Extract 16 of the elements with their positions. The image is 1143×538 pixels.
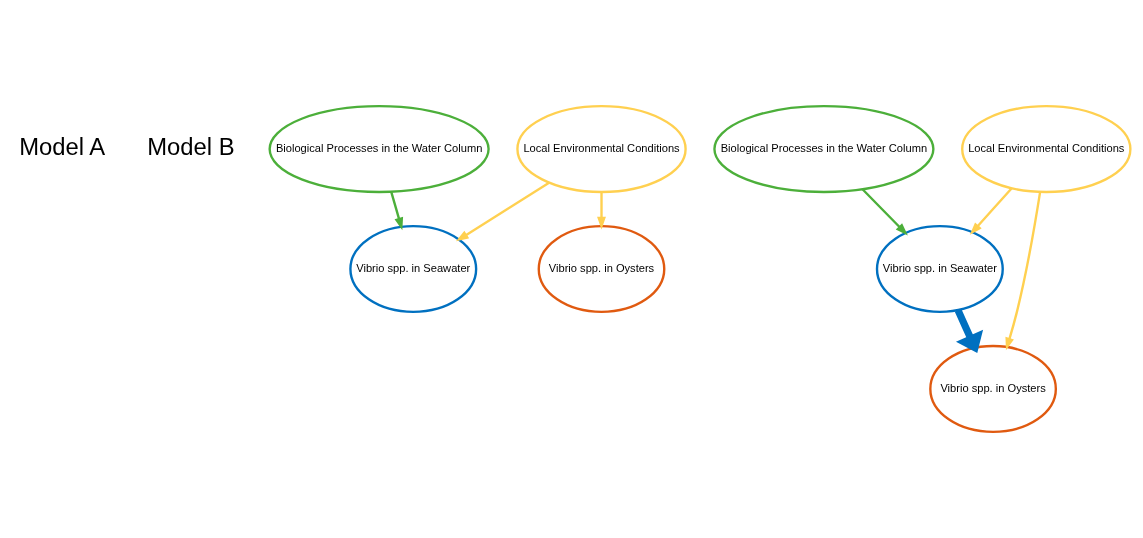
arrow (1005, 191, 1042, 351)
label: Model B (147, 133, 235, 161)
node-ellipse: Biological Processes in the Water Column (268, 105, 490, 194)
label: Model A (19, 133, 106, 161)
node-ellipse: Vibrio spp. in Seawater (349, 224, 478, 314)
node-ellipse: Biological Processes in the Water Column (713, 105, 935, 194)
node-ellipse: Local Environmental Conditions (516, 105, 687, 194)
node-ellipse: Vibrio spp. in Oysters (929, 344, 1057, 433)
node-ellipse: Local Environmental Conditions (961, 105, 1132, 194)
arrow (954, 308, 984, 353)
arrow (455, 181, 550, 242)
arrow (597, 192, 606, 230)
node-ellipse: Vibrio spp. in Oysters (537, 224, 666, 314)
arrow (390, 191, 404, 231)
arrow (861, 188, 908, 236)
arrow (969, 187, 1013, 235)
